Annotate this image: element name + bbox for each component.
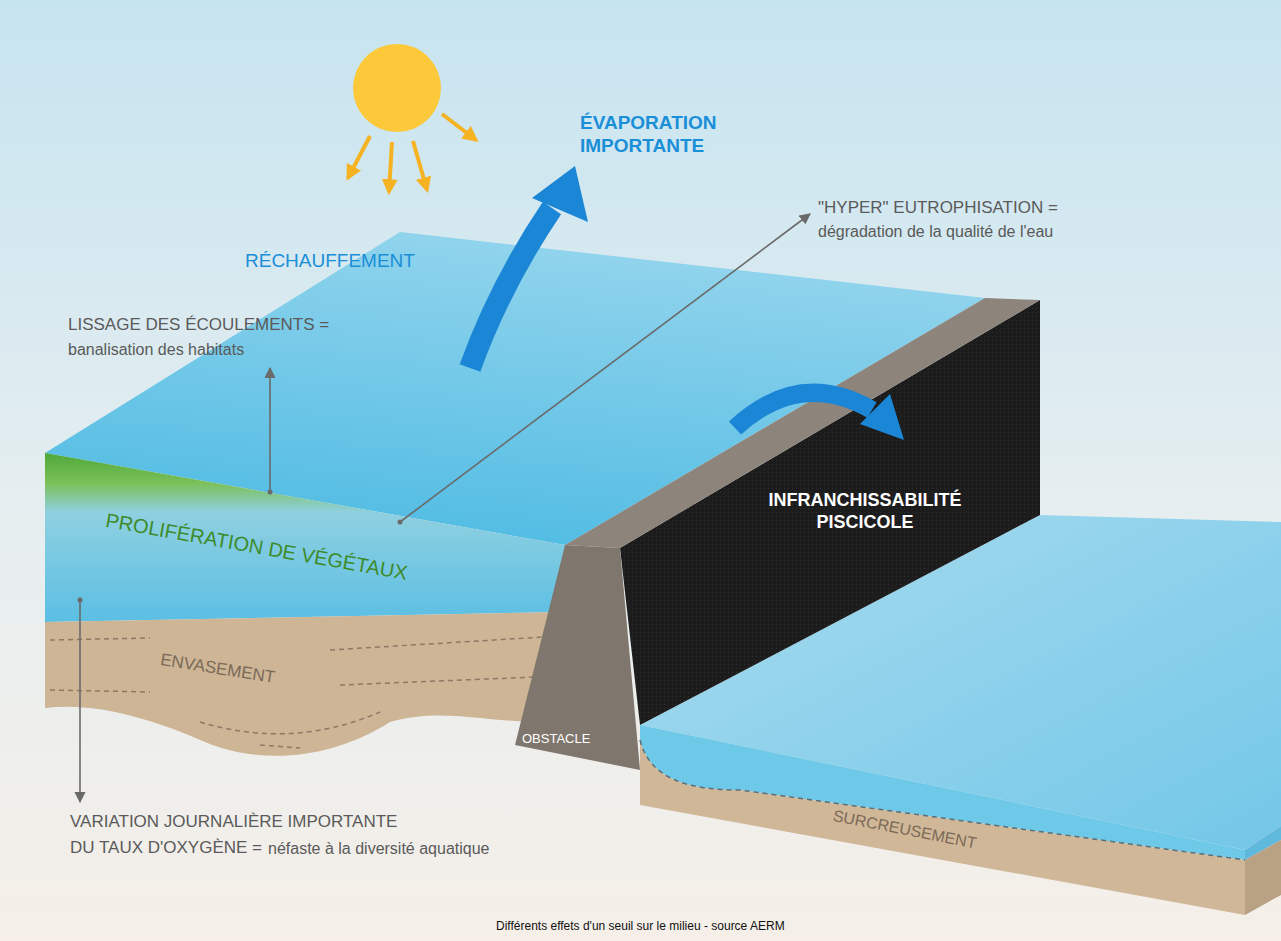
figure-caption: Différents effets d'un seuil sur le mili…: [496, 919, 785, 933]
effect-label: "HYPER" EUTROPHISATION =: [818, 198, 1058, 218]
effect-note: banalisation des habitats: [68, 340, 244, 359]
effect-label: LISSAGE DES ÉCOULEMENTS =: [68, 315, 329, 335]
layer-label: ENVASEMENT: [159, 650, 277, 688]
effect-label: DU TAUX D'OXYGÈNE =: [70, 838, 262, 858]
effect-label: INFRANCHISSABILITÉ PISCICOLE: [750, 490, 980, 533]
effect-label: PROLIFÉRATION DE VÉGÉTAUX: [104, 508, 410, 585]
effect-note: néfaste à la diversité aquatique: [268, 839, 489, 858]
effect-label: VARIATION JOURNALIÈRE IMPORTANTE: [70, 812, 397, 832]
part-label: OBSTACLE: [522, 731, 590, 747]
effect-label: ÉVAPORATION IMPORTANTE: [580, 112, 730, 158]
layer-label: SURCREUSEMENT: [831, 806, 978, 853]
effect-label: RÉCHAUFFEMENT: [245, 250, 415, 273]
effect-note: dégradation de la qualité de l'eau: [818, 222, 1053, 241]
